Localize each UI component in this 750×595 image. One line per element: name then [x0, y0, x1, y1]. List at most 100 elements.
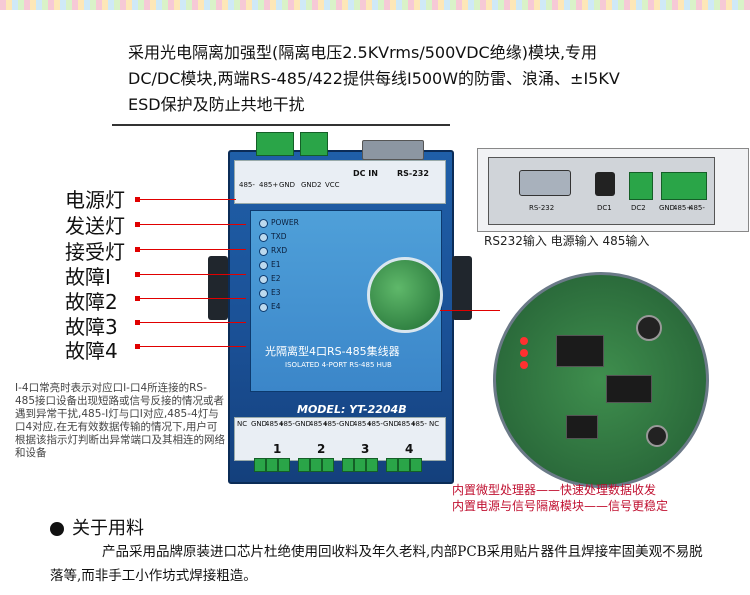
pcb-closeup [493, 272, 709, 488]
bottom-label: GND [251, 420, 268, 428]
callout-line [140, 274, 246, 275]
bottom-label: GND [339, 420, 356, 428]
callout-line [140, 322, 246, 323]
label-fault-4: 故障4 [65, 339, 118, 363]
rear-panel-photo: RS-232 DC1 DC2 GND 485+ 485- [477, 148, 749, 232]
rear-caption: RS232输入 电源输入 485输入 [484, 234, 650, 248]
label-power-led: 电源灯 [65, 188, 125, 212]
bottom-label: 485- [367, 420, 383, 428]
isolation-module [606, 375, 652, 403]
led-e3 [259, 289, 268, 298]
front-panel: POWER TXD RXD E1 E2 E3 E4 光隔离型4口RS-485集线… [250, 210, 443, 416]
top-terminal-strip: 485- 485+ GND GND2 VCC DC IN RS-232 [234, 160, 446, 204]
callout-line [140, 346, 246, 347]
bottom-terminal [254, 458, 266, 472]
led-label: TXD [271, 232, 287, 241]
bottom-label: 485- [323, 420, 339, 428]
led-label: RXD [271, 246, 288, 255]
top-terminal-block-power [300, 132, 328, 156]
led-label: E1 [271, 260, 281, 269]
callout-line [140, 199, 236, 200]
led-power [259, 219, 268, 228]
pcb-preview-lens [367, 257, 443, 333]
bottom-terminal [266, 458, 278, 472]
led-note-text: I-4口常亮时表示对应口I-口4所连接的RS-485接口设备出现短路或信号反接的… [15, 382, 225, 459]
bottom-terminal [354, 458, 366, 472]
marker-dot [135, 197, 140, 202]
bottom-label: NC [237, 420, 248, 428]
bottom-label: 485+ [353, 420, 373, 428]
rear-label: GND [659, 204, 676, 212]
port-number: 4 [405, 442, 414, 456]
left-mount-ear [208, 256, 228, 320]
bottom-terminal [398, 458, 410, 472]
bottom-label: 485- [279, 420, 295, 428]
label-fault-3: 故障3 [65, 315, 118, 339]
label-fault-1: 故障I [65, 265, 111, 289]
led-label: E2 [271, 274, 281, 283]
bottom-terminal [278, 458, 290, 472]
capacitor [646, 425, 668, 447]
bottom-label: 485+ [397, 420, 417, 428]
rear-label: RS-232 [529, 204, 555, 212]
led-rxd [259, 247, 268, 256]
led-e4 [259, 303, 268, 312]
bottom-terminal [366, 458, 378, 472]
bottom-terminal [342, 458, 354, 472]
section-title: 关于用料 [72, 518, 144, 539]
bracket-line [112, 124, 450, 126]
rear-label: 485- [689, 204, 705, 212]
intro-text: 采用光电隔离加强型(隔离电压2.5KVrms/500VDC绝缘)模块,专用DC/… [128, 43, 620, 114]
top-label: 485+ [259, 181, 279, 189]
device-model: MODEL: YT-2204B [297, 403, 407, 416]
top-label: GND2 [301, 181, 322, 189]
device-title-en: ISOLATED 4-PORT RS-485 HUB [285, 361, 392, 369]
led-e2 [259, 275, 268, 284]
led-label: E4 [271, 302, 281, 311]
pcb-note-line: 内置电源与信号隔离模块——信号更稳定 [452, 499, 669, 513]
port-number: 2 [317, 442, 326, 456]
top-label: VCC [325, 181, 340, 189]
rear-label: DC2 [631, 204, 646, 212]
marker-dot [135, 247, 140, 252]
top-label: 485- [239, 181, 255, 189]
port-number: 1 [273, 442, 282, 456]
db9-connector [362, 140, 424, 160]
marker-dot [135, 272, 140, 277]
top-label: RS-232 [397, 169, 429, 178]
red-led [520, 349, 528, 357]
bottom-label: 485+ [309, 420, 329, 428]
marker-dot [135, 222, 140, 227]
right-mount-ear [452, 256, 472, 320]
bottom-label: NC [429, 420, 440, 428]
marker-dot [135, 320, 140, 325]
rs485-terminal [661, 172, 707, 200]
bullet-icon [50, 522, 64, 536]
bottom-terminal-strip: NC GND 485+ 485- GND 485+ 485- GND 485+ … [234, 417, 446, 461]
top-terminal-block-485 [256, 132, 294, 156]
rear-panel-body: RS-232 DC1 DC2 GND 485+ 485- [488, 157, 715, 225]
pcb-note-line: 内置微型处理器——快速处理数据收发 [452, 483, 657, 497]
power-terminal [629, 172, 653, 200]
bottom-label: 485+ [265, 420, 285, 428]
callout-line [140, 249, 246, 250]
led-txd [259, 233, 268, 242]
callout-line [140, 224, 246, 225]
dc-jack [595, 172, 615, 196]
ic-chip [566, 415, 598, 439]
top-label: DC IN [353, 169, 378, 178]
marker-dot [135, 296, 140, 301]
device-hub: 485- 485+ GND GND2 VCC DC IN RS-232 POWE… [208, 150, 472, 484]
bottom-terminal [310, 458, 322, 472]
bottom-terminal [298, 458, 310, 472]
label-rx-led: 接受灯 [65, 240, 125, 264]
red-led [520, 361, 528, 369]
section-paragraph: 产品采用品牌原装进口芯片杜绝使用回收料及年久老料,内部PCB采用贴片器件且焊接牢… [50, 544, 703, 584]
capacitor [636, 315, 662, 341]
bottom-terminal [322, 458, 334, 472]
led-label: POWER [271, 218, 299, 227]
device-title-cn: 光隔离型4口RS-485集线器 [265, 345, 400, 358]
bottom-terminal [386, 458, 398, 472]
label-fault-2: 故障2 [65, 290, 118, 314]
led-label: E3 [271, 288, 281, 297]
